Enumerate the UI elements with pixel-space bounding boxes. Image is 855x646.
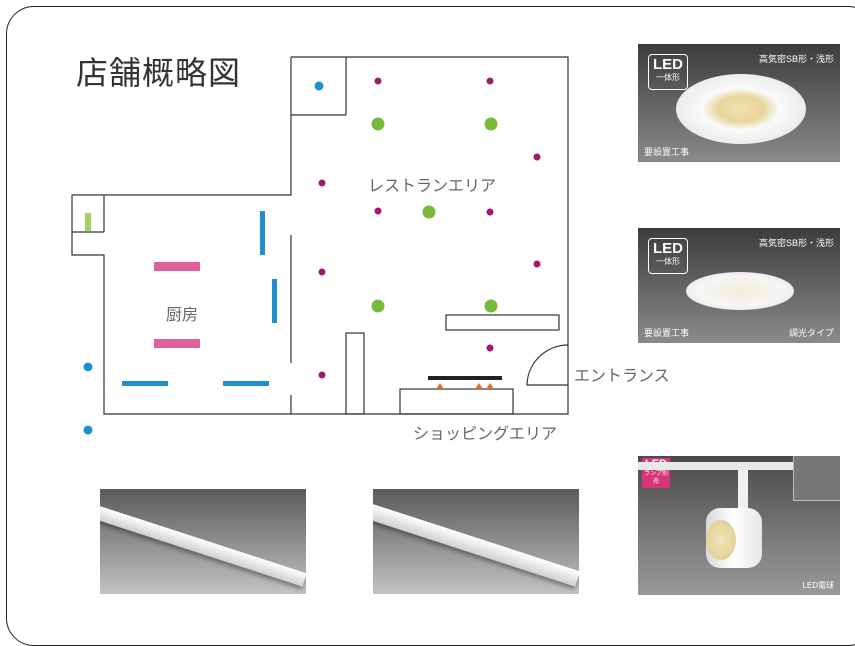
magenta-dot xyxy=(374,77,382,85)
spot-arm xyxy=(738,470,748,512)
blue-fixture xyxy=(223,381,269,386)
floor-plan xyxy=(71,56,569,435)
blue-fixture xyxy=(260,211,265,255)
page-title: 店舗概略図 xyxy=(76,54,242,92)
spotlight-photo: LED ランプ別売 LED電球 xyxy=(638,456,840,595)
spot-mark xyxy=(486,383,494,389)
spot-lens xyxy=(706,520,736,560)
counter-bar xyxy=(445,314,560,331)
rail-spots xyxy=(436,383,494,389)
linear-fixture xyxy=(373,503,579,587)
bulb-note: LED電球 xyxy=(802,581,834,590)
dimmer-note: 調光タイプ xyxy=(788,328,834,338)
downlight-fixture xyxy=(676,74,806,144)
downlight-photo-2: LED 一体形 高気密SB形・浅形 要設置工事 調光タイプ xyxy=(638,228,840,343)
magenta-dot xyxy=(318,371,326,379)
spot-mark xyxy=(436,383,444,389)
wall-outline xyxy=(71,56,569,415)
pillar xyxy=(345,332,365,415)
led-badge: LED 一体形 xyxy=(648,54,688,90)
wall-closet xyxy=(291,57,347,116)
area-label-kitchen: 厨房 xyxy=(166,305,199,324)
green-dot xyxy=(371,117,385,131)
magenta-dot xyxy=(533,153,541,161)
blue-dot xyxy=(314,81,324,91)
spot-mark xyxy=(475,383,483,389)
area-label-restaurant: レストランエリア xyxy=(368,176,497,195)
entrance-door xyxy=(526,344,569,386)
shop-counter xyxy=(399,388,514,415)
blue-dot xyxy=(83,425,93,435)
downlight-photo-1: LED 一体形 高気密SB形・浅形 要設置工事 xyxy=(638,44,840,162)
magenta-dot xyxy=(374,207,382,215)
pink-fixture xyxy=(154,262,200,271)
blue-dot xyxy=(83,362,93,372)
magenta-dot xyxy=(318,268,326,276)
downlight-fixture xyxy=(686,272,794,310)
linear-fixture xyxy=(100,505,306,587)
install-note: 要設置工事 xyxy=(644,328,690,338)
magenta-dot xyxy=(486,77,494,85)
blue-fixture xyxy=(272,279,277,323)
spot-inset xyxy=(793,456,840,501)
area-label-entrance: エントランス xyxy=(574,366,670,385)
green-dot xyxy=(422,205,436,219)
green-dot xyxy=(484,299,498,313)
blue-fixture xyxy=(122,381,168,386)
magenta-dot xyxy=(486,208,494,216)
green-dot xyxy=(484,117,498,131)
display-rail xyxy=(428,376,502,380)
magenta-dot xyxy=(486,344,494,352)
linear-fixture-photo-2 xyxy=(373,489,579,594)
spec-text: 高気密SB形・浅形 xyxy=(758,238,834,248)
magenta-dot xyxy=(318,179,326,187)
linear-fixture-photo-1 xyxy=(100,489,306,594)
pink-fixture xyxy=(154,339,200,348)
install-note: 要設置工事 xyxy=(644,147,690,157)
led-badge: LED 一体形 xyxy=(648,238,688,274)
green-dot xyxy=(371,299,385,313)
area-label-shopping: ショッピングエリア xyxy=(413,424,558,443)
wall-kitchen-nook xyxy=(72,195,105,233)
spec-text: 高気密SB形・浅形 xyxy=(758,54,834,64)
magenta-dot xyxy=(533,260,541,268)
track-rail xyxy=(638,462,840,470)
lime-fixture xyxy=(85,213,91,231)
